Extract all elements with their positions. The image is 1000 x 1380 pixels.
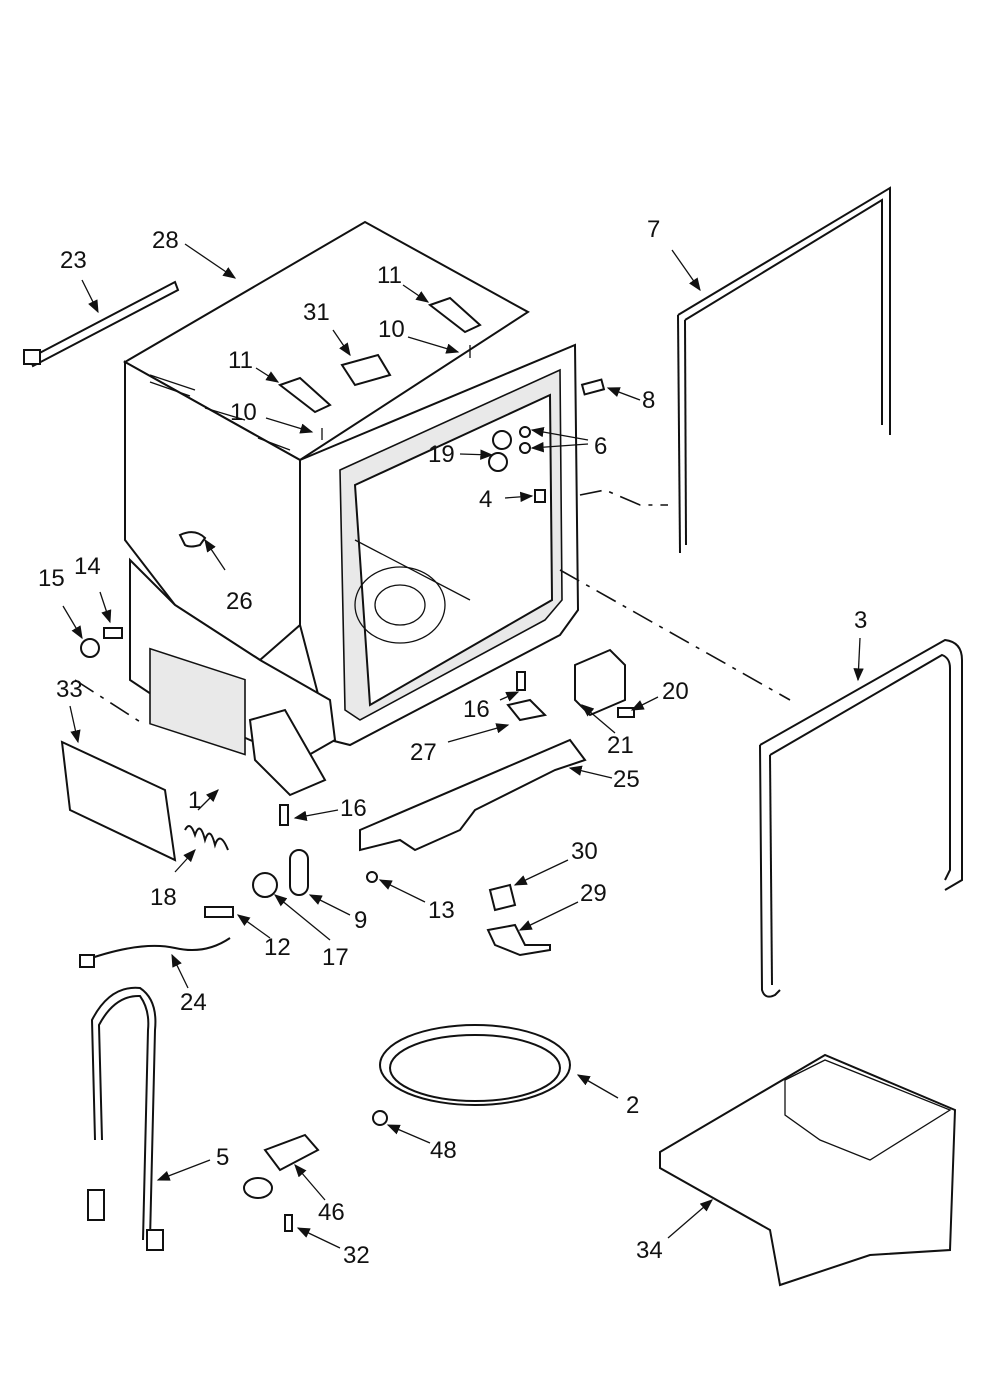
leader-lines: [62, 243, 864, 1249]
callout-18: 18: [150, 884, 177, 911]
callout-2: 2: [626, 1092, 639, 1119]
callout-46: 46: [318, 1199, 345, 1226]
callout-15: 15: [38, 565, 65, 592]
callout-6: 6: [594, 433, 607, 460]
door-gasket-part: [759, 638, 963, 998]
callout-31: 31: [303, 299, 330, 326]
callout-27: 27: [410, 739, 437, 766]
callout-33: 33: [56, 676, 83, 703]
callout-20: 20: [662, 678, 689, 705]
callout-9: 9: [354, 907, 367, 934]
callout-19: 19: [428, 441, 455, 468]
callout-25: 25: [613, 766, 640, 793]
callout-26: 26: [226, 588, 253, 615]
callout-28: 28: [152, 227, 179, 254]
callout-10-left: 10: [230, 399, 257, 426]
callout-11-top: 11: [377, 262, 402, 289]
callout-48: 48: [430, 1137, 457, 1164]
callout-29: 29: [580, 880, 607, 907]
callout-17: 17: [322, 944, 349, 971]
callout-8: 8: [642, 387, 655, 414]
side-seal-part: [677, 186, 891, 554]
callout-16-lower: 16: [340, 795, 367, 822]
callout-24: 24: [180, 989, 207, 1016]
callout-23: 23: [60, 247, 87, 274]
callout-16-upper: 16: [463, 696, 490, 723]
callout-14: 14: [74, 553, 101, 580]
callout-11-left: 11: [228, 347, 253, 374]
callout-7: 7: [647, 216, 660, 243]
callout-4: 4: [479, 486, 492, 513]
callout-13: 13: [428, 897, 455, 924]
small-parts: [23, 280, 957, 1287]
callout-1: 1: [188, 787, 201, 814]
callout-3: 3: [854, 607, 867, 634]
callout-5: 5: [216, 1144, 229, 1171]
callout-12: 12: [264, 934, 291, 961]
callout-21: 21: [607, 732, 634, 759]
callout-labels: 28 23 11 31 10 11 10 7 8 6 19 4 26 14 15…: [38, 216, 867, 1269]
callout-10-top: 10: [378, 316, 405, 343]
callout-30: 30: [571, 838, 598, 865]
callout-34: 34: [636, 1237, 663, 1264]
callout-32: 32: [343, 1242, 370, 1269]
reference-lines: [74, 489, 791, 726]
